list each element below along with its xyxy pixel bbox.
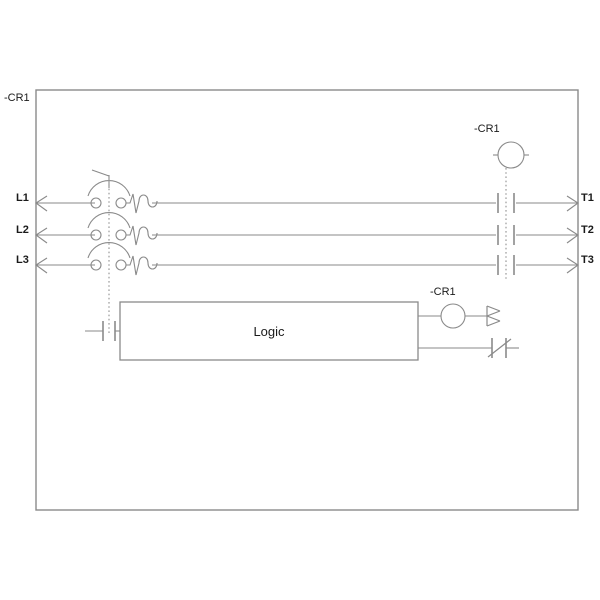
enclosure-label: -CR1 xyxy=(4,92,30,104)
overload-element-3 xyxy=(126,255,158,276)
coil-circle-top xyxy=(497,141,525,169)
arrowhead-t3 xyxy=(566,257,579,274)
switch-arc-3 xyxy=(87,242,131,259)
overload-element-1 xyxy=(126,193,158,214)
switch-pole-2 xyxy=(87,212,131,241)
switch-contact-right-1 xyxy=(115,197,127,209)
enclosure-rect xyxy=(35,89,579,511)
coil-label-top: -CR1 xyxy=(474,123,500,135)
switch-arc-2 xyxy=(87,212,131,229)
terminal-label-t3: T3 xyxy=(581,254,594,266)
switch-contact-left-1 xyxy=(90,197,102,209)
terminal-label-t1: T1 xyxy=(581,192,594,204)
thermal-overload-relay[interactable] xyxy=(126,193,158,276)
arrowhead-t1 xyxy=(566,195,579,212)
nc-contact-slash xyxy=(487,338,512,358)
logic-block-rect xyxy=(119,301,419,361)
switch-contact-right-2 xyxy=(115,229,127,241)
switch-handle-1 xyxy=(91,169,110,177)
signal-output-icon xyxy=(486,305,501,327)
power-lines xyxy=(36,202,578,266)
arrowhead-l2 xyxy=(35,227,48,244)
arrowhead-t2 xyxy=(566,227,579,244)
logic-block[interactable]: Logic xyxy=(119,301,419,361)
coil-label-bottom: -CR1 xyxy=(430,286,456,298)
enclosure-frame xyxy=(35,89,579,511)
output-arrowheads xyxy=(566,195,579,274)
nc-contact-branch[interactable] xyxy=(418,338,519,358)
terminal-label-l1: L1 xyxy=(16,192,29,204)
coil-cr1-bottom-branch[interactable] xyxy=(418,303,501,329)
logic-block-label: Logic xyxy=(253,324,285,339)
overload-element-2 xyxy=(126,225,158,246)
terminal-label-l3: L3 xyxy=(16,254,29,266)
logic-input-contact[interactable] xyxy=(85,321,120,341)
terminal-label-l2: L2 xyxy=(16,224,29,236)
terminal-label-t2: T2 xyxy=(581,224,594,236)
main-contacts-cr1[interactable] xyxy=(497,193,515,275)
switch-contact-left-3 xyxy=(90,259,102,271)
signal-ray-3 xyxy=(486,315,501,322)
coil-circle-bottom xyxy=(440,303,466,329)
input-arrowheads xyxy=(35,195,48,274)
signal-ray-1 xyxy=(486,305,501,312)
signal-ray-2 xyxy=(486,310,501,317)
arrowhead-l3 xyxy=(35,257,48,274)
switch-contact-left-2 xyxy=(90,229,102,241)
signal-ray-4 xyxy=(486,320,501,327)
arrowhead-l1 xyxy=(35,195,48,212)
coil-cr1-top[interactable] xyxy=(493,141,529,169)
switch-contact-right-3 xyxy=(115,259,127,271)
